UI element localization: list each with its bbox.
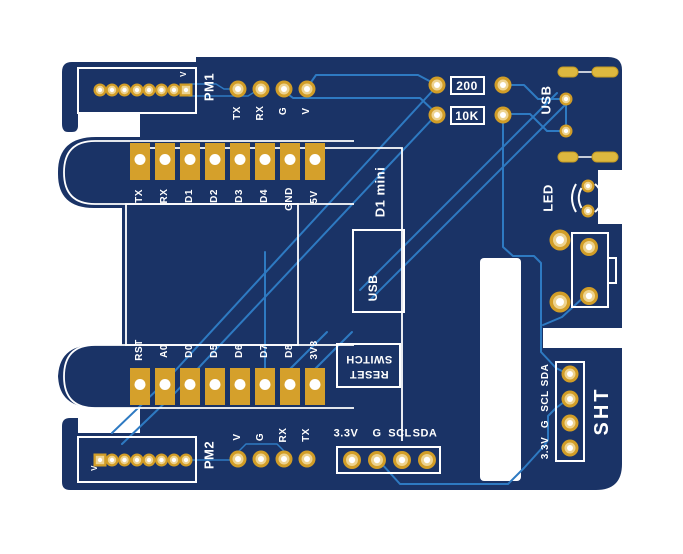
- silkscreen-outlines: [63, 67, 617, 483]
- pin-label: D7: [259, 344, 270, 358]
- pm2-connector-box: [77, 436, 197, 483]
- reset-switch-box: [336, 343, 401, 388]
- pin-label: 5V: [309, 190, 320, 204]
- pin-label: D6: [234, 344, 245, 358]
- pin-label: D3: [234, 189, 245, 203]
- pm1-pin-label: V: [301, 107, 312, 115]
- pm1-pin-label: TX: [232, 106, 243, 120]
- sht-pin-label: G: [540, 419, 551, 429]
- led-arcs: [571, 183, 602, 213]
- i2c-pin-label: 3.3V: [333, 427, 359, 440]
- pin-label: D5: [209, 344, 220, 358]
- pm2-pin-label: V: [232, 433, 243, 441]
- pin-label: D8: [284, 344, 295, 358]
- i2c-pin-label: SDA: [412, 427, 438, 440]
- pm1-connector-box: [77, 67, 197, 114]
- reset-switch-label: RESET SWITCH: [345, 351, 391, 381]
- d1-mini-outline: [140, 147, 403, 441]
- i2c-pin-label: G: [372, 427, 382, 440]
- sht-label: SHT: [591, 386, 613, 436]
- resistor-10k-box: [450, 106, 485, 125]
- i2c-connector-box: [336, 446, 441, 474]
- board-slot-cutout: [480, 258, 521, 481]
- pin-label: D1: [184, 189, 195, 203]
- led-label: LED: [540, 184, 556, 212]
- pin-label: D4: [259, 189, 270, 203]
- reset-switch-line1: RESET: [348, 367, 389, 380]
- pin-label: RST: [134, 339, 145, 361]
- sht-pin-label: 3.3V: [540, 436, 551, 460]
- pm2-pin1-marker: V: [90, 465, 99, 471]
- d1-mini-usb-box: [352, 229, 405, 313]
- pm2-pin-label: G: [255, 432, 266, 442]
- pm1-label: PM1: [201, 72, 217, 102]
- pin-label: TX: [134, 189, 145, 203]
- d1-mini-usb-label: USB: [366, 274, 380, 302]
- pin-label: D2: [209, 189, 220, 203]
- resistor-10k-label: 10K: [455, 109, 479, 123]
- pm1-pin-label: G: [278, 106, 289, 116]
- d1-mini-label: D1 mini: [372, 166, 388, 218]
- pin-label: RX: [159, 188, 170, 204]
- sht-pin-label: SCL: [540, 390, 551, 412]
- button-tab: [607, 257, 617, 284]
- pm-sensor-outline-top: [63, 140, 354, 205]
- sht-pin-label: SDA: [540, 363, 551, 387]
- usb-silk-lines: [578, 71, 592, 158]
- resistor-200-box: [450, 76, 485, 95]
- pm2-pin-label: RX: [278, 427, 289, 443]
- pin-label: GND: [284, 187, 295, 211]
- i2c-pin-label: SCL: [388, 427, 412, 440]
- reset-switch-line2: SWITCH: [345, 352, 392, 365]
- pm1-pin-label: RX: [255, 105, 266, 121]
- resistor-200-label: 200: [456, 79, 478, 93]
- pm-sensor-outline-bottom: [63, 344, 354, 409]
- pin-label: D0: [184, 344, 195, 358]
- pin-label: A0: [159, 344, 170, 358]
- pin-label: 3V3: [309, 340, 320, 360]
- sensor-body-outline: [125, 203, 299, 346]
- pm1-pin1-marker: V: [179, 71, 188, 77]
- usb-connector-label: USB: [538, 85, 554, 115]
- sht-connector-box: [555, 361, 585, 462]
- pm2-label: PM2: [201, 440, 217, 470]
- pm2-pin-label: TX: [301, 428, 312, 442]
